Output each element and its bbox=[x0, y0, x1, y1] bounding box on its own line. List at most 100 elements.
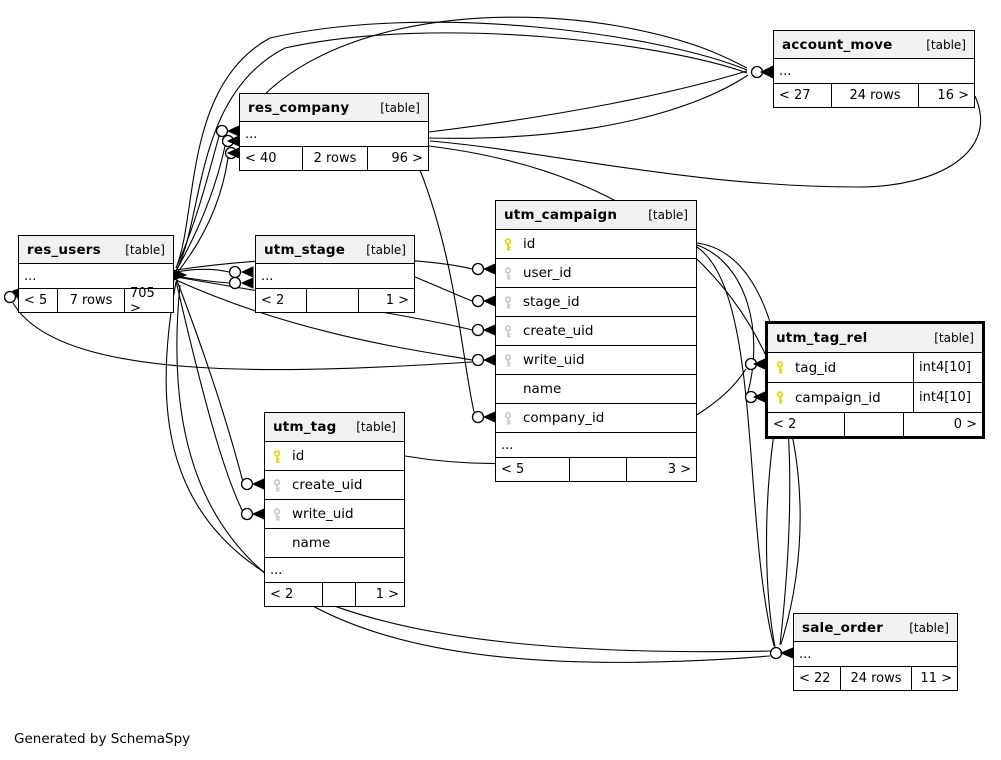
column-row[interactable]: name bbox=[265, 529, 404, 558]
table-utm-stage[interactable]: utm_stage [table] ... < 2 1 > bbox=[255, 235, 415, 313]
column-name: campaign_id bbox=[795, 389, 881, 406]
children-count: 0 > bbox=[953, 417, 977, 432]
table-title[interactable]: utm_stage bbox=[264, 241, 346, 258]
column-name: name bbox=[523, 381, 562, 397]
table-res-company[interactable]: res_company [table] ... < 40 2 rows 96 > bbox=[239, 93, 429, 171]
column-row[interactable]: tag_id int4[10] bbox=[768, 353, 982, 383]
primary-key-icon bbox=[504, 237, 512, 251]
table-header[interactable]: utm_stage [table] bbox=[256, 236, 414, 264]
children-count: 3 > bbox=[667, 462, 691, 477]
children-count: 96 > bbox=[391, 151, 423, 166]
table-header[interactable]: utm_tag_rel [table] bbox=[768, 324, 982, 353]
table-utm-campaign[interactable]: utm_campaign [table] id user_id stage_id… bbox=[495, 200, 697, 482]
table-footer: < 2 1 > bbox=[256, 289, 414, 312]
table-type-tag: [table] bbox=[380, 100, 420, 115]
table-title[interactable]: utm_tag_rel bbox=[776, 330, 868, 346]
column-row[interactable]: campaign_id int4[10] bbox=[768, 383, 982, 413]
primary-key-icon bbox=[776, 391, 784, 404]
column-name: stage_id bbox=[523, 294, 580, 310]
table-title[interactable]: res_company bbox=[248, 99, 350, 116]
parents-count: < 27 bbox=[779, 88, 811, 103]
column-row[interactable]: write_uid bbox=[265, 500, 404, 529]
column-name: id bbox=[292, 448, 305, 464]
foreign-key-icon bbox=[504, 411, 512, 425]
collapsed-columns-row: ... bbox=[265, 558, 404, 583]
parents-count: < 22 bbox=[799, 671, 831, 686]
table-footer: < 5 3 > bbox=[496, 458, 696, 481]
table-title[interactable]: utm_campaign bbox=[504, 207, 618, 223]
rows-count: 7 rows bbox=[57, 289, 125, 312]
column-row[interactable]: create_uid bbox=[496, 317, 696, 346]
children-count: 16 > bbox=[937, 88, 969, 103]
table-footer: < 40 2 rows 96 > bbox=[240, 147, 428, 170]
column-name: id bbox=[523, 236, 536, 252]
column-row[interactable]: create_uid bbox=[265, 471, 404, 500]
primary-key-icon bbox=[273, 449, 281, 463]
column-row[interactable]: company_id bbox=[496, 404, 696, 433]
collapsed-columns-row: ... bbox=[496, 433, 696, 458]
column-type: int4[10] bbox=[913, 383, 982, 412]
rows-count: 24 rows bbox=[831, 84, 919, 107]
rows-count: 24 rows bbox=[840, 667, 912, 690]
children-count: 1 > bbox=[375, 587, 399, 602]
table-header[interactable]: sale_order [table] bbox=[794, 614, 957, 642]
table-utm-tag[interactable]: utm_tag [table] id create_uid write_uid … bbox=[264, 412, 405, 607]
collapsed-columns-row: ... bbox=[256, 264, 414, 289]
table-header[interactable]: utm_tag [table] bbox=[265, 413, 404, 442]
parents-count: < 5 bbox=[24, 293, 48, 308]
table-title[interactable]: sale_order bbox=[802, 619, 884, 636]
table-type-tag: [table] bbox=[366, 242, 406, 257]
parents-count: < 40 bbox=[245, 151, 277, 166]
table-account-move[interactable]: account_move [table] ... < 27 24 rows 16… bbox=[773, 30, 975, 108]
table-type-tag: [table] bbox=[934, 331, 974, 345]
rows-count bbox=[844, 413, 904, 436]
column-row[interactable]: write_uid bbox=[496, 346, 696, 375]
table-footer: < 2 0 > bbox=[768, 413, 982, 436]
table-title[interactable]: res_users bbox=[27, 241, 101, 258]
primary-key-icon bbox=[776, 361, 784, 374]
column-row[interactable]: name bbox=[496, 375, 696, 404]
children-count: 1 > bbox=[385, 293, 409, 308]
column-row[interactable]: id bbox=[265, 442, 404, 471]
column-row[interactable]: user_id bbox=[496, 259, 696, 288]
column-name: tag_id bbox=[795, 359, 837, 376]
generator-caption: Generated by SchemaSpy bbox=[14, 731, 191, 747]
collapsed-columns-row: ... bbox=[774, 59, 974, 84]
foreign-key-icon bbox=[504, 266, 512, 280]
column-name: company_id bbox=[523, 410, 605, 426]
table-utm-tag-rel[interactable]: utm_tag_rel [table] tag_id int4[10] camp… bbox=[765, 321, 985, 439]
foreign-key-icon bbox=[504, 324, 512, 338]
parents-count: < 2 bbox=[261, 293, 285, 308]
rows-count: 2 rows bbox=[302, 147, 368, 170]
table-type-tag: [table] bbox=[356, 420, 396, 434]
parents-count: < 5 bbox=[501, 462, 525, 477]
table-footer: < 5 7 rows 705 > bbox=[19, 286, 173, 316]
table-res-users[interactable]: res_users [table] ... < 5 7 rows 705 > bbox=[18, 235, 174, 316]
table-footer: < 22 24 rows 11 > bbox=[794, 667, 957, 690]
table-type-tag: [table] bbox=[909, 620, 949, 635]
column-name: name bbox=[292, 535, 331, 551]
table-title[interactable]: utm_tag bbox=[273, 419, 337, 435]
table-header[interactable]: account_move [table] bbox=[774, 31, 974, 59]
table-title[interactable]: account_move bbox=[782, 36, 893, 53]
table-type-tag: [table] bbox=[125, 242, 165, 257]
column-row[interactable]: stage_id bbox=[496, 288, 696, 317]
table-sale-order[interactable]: sale_order [table] ... < 22 24 rows 11 > bbox=[793, 613, 958, 691]
foreign-key-icon bbox=[504, 295, 512, 309]
column-name: user_id bbox=[523, 265, 572, 281]
table-header[interactable]: res_company [table] bbox=[240, 94, 428, 122]
column-name: create_uid bbox=[523, 323, 594, 339]
rows-count bbox=[306, 289, 359, 312]
column-row[interactable]: id bbox=[496, 230, 696, 259]
column-name: create_uid bbox=[292, 477, 363, 493]
column-name: write_uid bbox=[292, 506, 354, 522]
column-type: int4[10] bbox=[913, 353, 982, 382]
table-header[interactable]: utm_campaign [table] bbox=[496, 201, 696, 230]
table-header[interactable]: res_users [table] bbox=[19, 236, 173, 264]
table-type-tag: [table] bbox=[648, 208, 688, 222]
collapsed-columns-row: ... bbox=[19, 264, 173, 289]
table-type-tag: [table] bbox=[926, 37, 966, 52]
collapsed-columns-row: ... bbox=[240, 122, 428, 147]
children-count: 11 > bbox=[920, 671, 952, 686]
